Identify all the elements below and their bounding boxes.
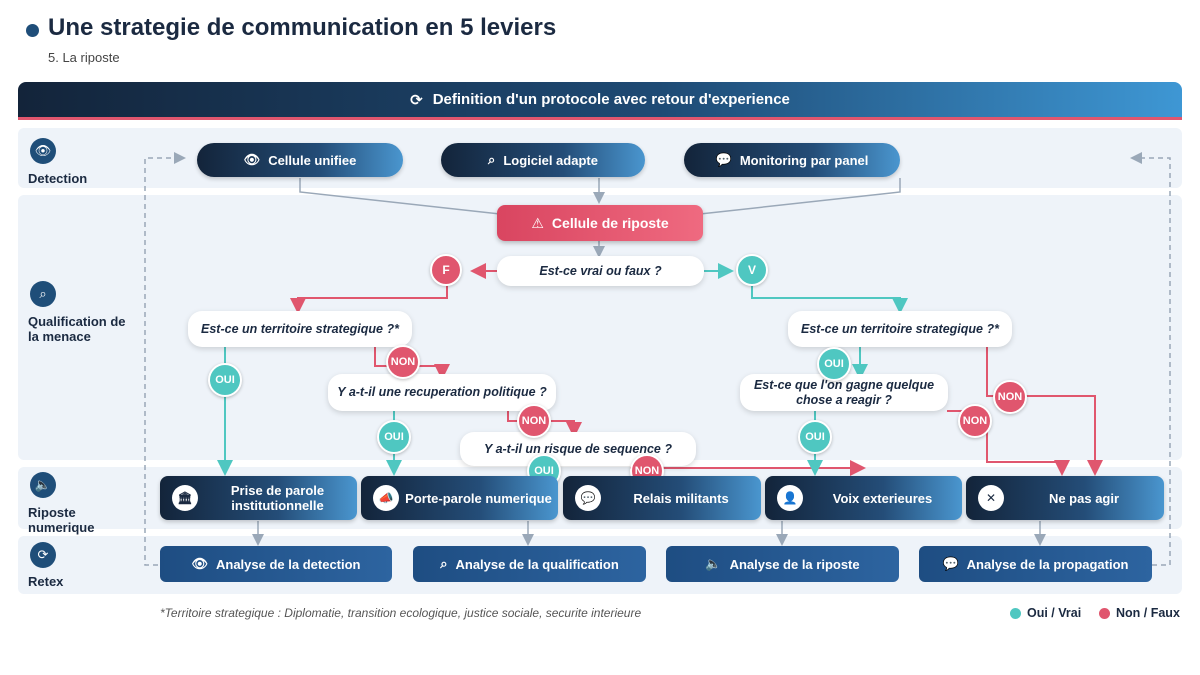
question-vrai-faux: Est-ce vrai ou faux ?	[497, 256, 704, 286]
title-bullet	[26, 24, 39, 37]
badge-vrai: V	[736, 254, 768, 286]
badge-non: NON	[517, 404, 551, 438]
riposte-cell: ⚠ Cellule de riposte	[497, 205, 703, 241]
riposte-cell-label: Cellule de riposte	[551, 215, 669, 231]
speaker-icon: 🔈	[705, 556, 722, 571]
speaker-icon: 🔈	[30, 472, 56, 498]
action-prise-de-parole: 🏛 Prise de parole institutionnelle	[160, 476, 357, 520]
tool-cellule-unifiee: 👁 Cellule unifiee	[197, 143, 403, 177]
search-icon: ⌕	[440, 556, 448, 571]
question-territoire-left: Est-ce un territoire strategique ?*	[188, 311, 412, 347]
legend-no-label: Non / Faux	[1116, 606, 1180, 620]
protocol-banner: ⟳ Definition d'un protocole avec retour …	[18, 82, 1182, 120]
badge-oui: OUI	[817, 347, 851, 381]
lane-label-detection: Detection	[28, 171, 88, 186]
legend-yes-swatch	[1010, 607, 1021, 619]
lane-label-retex: Retex	[28, 574, 64, 589]
search-icon: ⌕	[30, 281, 56, 307]
question-gagne: Est-ce que l'on gagne quelque chose a re…	[740, 374, 948, 411]
retex-riposte: 🔈 Analyse de la riposte	[666, 546, 899, 582]
retex-qualification: ⌕ Analyse de la qualification	[413, 546, 646, 582]
page-subtitle: 5. La riposte	[48, 50, 120, 65]
retex-label: Analyse de la detection	[216, 556, 361, 572]
bank-icon: 🏛	[172, 485, 198, 511]
badge-faux: F	[430, 254, 462, 286]
retex-label: Analyse de la propagation	[966, 556, 1129, 572]
action-porte-parole: 📣 Porte-parole numerique	[361, 476, 558, 520]
chat-icon: 💬	[942, 556, 959, 571]
question-recuperation: Y a-t-il une recuperation politique ?	[328, 374, 556, 411]
retex-label: Analyse de la riposte	[729, 556, 860, 572]
legend-yes: Oui / Vrai	[1010, 606, 1081, 620]
retex-propagation: 💬 Analyse de la propagation	[919, 546, 1152, 582]
question-territoire-right: Est-ce un territoire strategique ?*	[788, 311, 1012, 347]
badge-oui: OUI	[798, 420, 832, 454]
chat-icon: 💬	[575, 485, 601, 511]
legend-yes-label: Oui / Vrai	[1027, 606, 1082, 620]
tool-label: Logiciel adapte	[503, 152, 598, 168]
footnote: *Territoire strategique : Diplomatie, tr…	[160, 606, 642, 620]
badge-non: NON	[958, 404, 992, 438]
retex-label: Analyse de la qualification	[455, 556, 619, 572]
tool-monitoring-panel: 💬 Monitoring par panel	[684, 143, 900, 177]
tool-logiciel-adapte: ⌕ Logiciel adapte	[441, 143, 645, 177]
refresh-icon: ⟳	[410, 91, 423, 109]
action-label: Ne pas agir	[1048, 490, 1120, 506]
tool-label: Monitoring par panel	[739, 152, 869, 168]
legend-no-swatch	[1099, 607, 1110, 619]
action-label: Relais militants	[633, 490, 729, 506]
tool-label: Cellule unifiee	[268, 152, 357, 168]
lane-label-qualification: Qualification de la menace	[28, 314, 126, 344]
action-label: Porte-parole numerique	[405, 490, 552, 506]
eye-icon: 👁	[30, 138, 56, 164]
badge-non: NON	[386, 345, 420, 379]
retex-detection: 👁 Analyse de la detection	[160, 546, 392, 582]
warning-icon: ⚠	[531, 214, 544, 231]
search-icon: ⌕	[488, 152, 496, 167]
page-title: Une strategie de communication en 5 levi…	[48, 14, 557, 41]
action-label: Prise de parole institutionnelle	[230, 483, 325, 513]
close-icon: ✕	[978, 485, 1004, 511]
megaphone-icon: 📣	[373, 485, 399, 511]
action-voix-exterieures: 👤 Voix exterieures	[765, 476, 962, 520]
eye-icon: 👁	[243, 152, 261, 167]
eye-icon: 👁	[191, 556, 208, 571]
user-icon: 👤	[777, 485, 803, 511]
banner-label: Definition d'un protocole avec retour d'…	[432, 91, 790, 108]
chat-icon: 💬	[715, 152, 732, 167]
action-relais-militants: 💬 Relais militants	[563, 476, 761, 520]
badge-oui: OUI	[377, 420, 411, 454]
badge-non: NON	[993, 380, 1027, 414]
action-label: Voix exterieures	[832, 490, 933, 506]
badge-oui: OUI	[208, 363, 242, 397]
refresh-icon: ⟳	[30, 542, 56, 568]
badge-oui: OUI	[527, 454, 561, 488]
lane-label-riposte: Riposte numerique	[28, 505, 95, 535]
legend-no: Non / Faux	[1099, 606, 1180, 620]
action-ne-pas-agir: ✕ Ne pas agir	[966, 476, 1164, 520]
